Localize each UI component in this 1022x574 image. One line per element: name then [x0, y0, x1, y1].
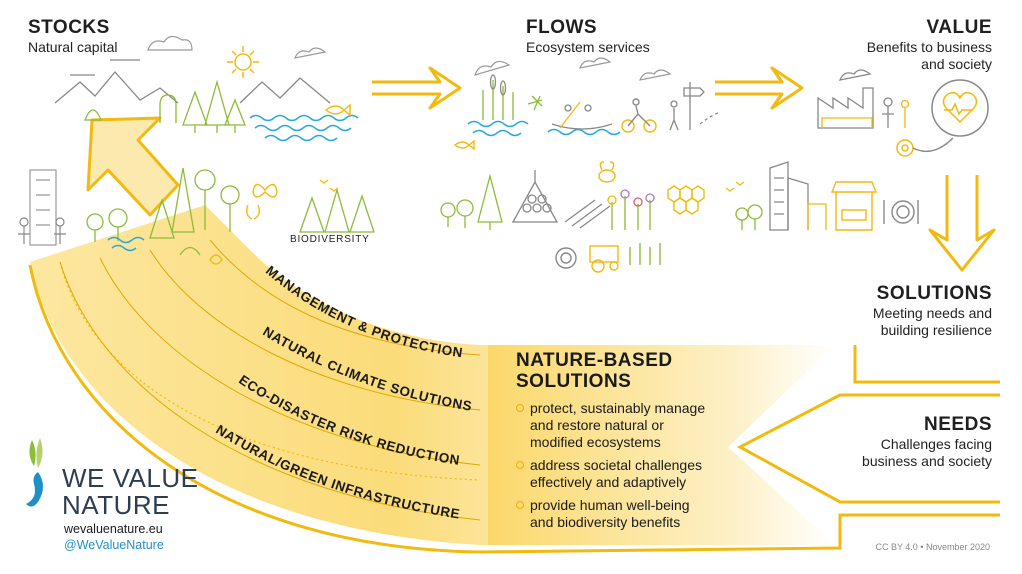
- cyclist-icon: [621, 98, 657, 133]
- value-people-icon: [882, 97, 910, 128]
- dragonfly-icon: [527, 95, 543, 111]
- nbs-item-address: address societal challenges effectively …: [516, 457, 746, 491]
- biodiversity-water-icon: [107, 236, 145, 252]
- canoe-icon: [551, 101, 613, 130]
- flows-title: FLOWS: [526, 17, 598, 38]
- tractor-field-icon: [555, 243, 661, 273]
- needs-return-line: [28, 264, 1000, 554]
- value-subtitle-2: and society: [921, 56, 992, 72]
- city-building-icon: [29, 169, 57, 246]
- nbs-item-provide: provide human well-being and biodiversit…: [516, 497, 746, 531]
- stocks-title: STOCKS: [28, 17, 110, 38]
- flows-water-icon: [467, 120, 621, 137]
- flows-fish-icon: [453, 139, 475, 151]
- flows-header: FLOWS Ecosystem services: [526, 17, 650, 56]
- solutions-header: SOLUTIONS Meeting needs and building res…: [873, 283, 992, 339]
- needs-subtitle-2: business and society: [862, 453, 992, 469]
- needs-title: NEEDS: [924, 414, 992, 435]
- birds-icon: [725, 181, 745, 192]
- nbs-item-2-line-1: address societal challenges: [530, 457, 702, 473]
- people-icon: [18, 217, 66, 244]
- flows-clouds-icon: [474, 57, 672, 81]
- stocks-subtitle: Natural capital: [28, 39, 118, 55]
- nbs-panel-text: NATURE-BASED SOLUTIONS protect, sustaina…: [516, 350, 746, 537]
- office-tower-icon: [769, 161, 827, 231]
- license-footer: CC BY 4.0 • November 2020: [875, 542, 990, 552]
- stocks-header: STOCKS Natural capital: [28, 17, 118, 56]
- solutions-subtitle-2: building resilience: [880, 322, 992, 338]
- forest-icon: [84, 79, 246, 133]
- nbs-item-1-line-3: modified ecosystems: [530, 434, 661, 450]
- wetland-reeds-icon: [482, 74, 514, 120]
- plate-cutlery-icon: [883, 200, 919, 224]
- butterfly-icon: [209, 179, 339, 265]
- band-guide-3: [99, 257, 481, 466]
- nbs-panel: [488, 345, 835, 545]
- heart-stethoscope-icon: [896, 79, 989, 157]
- twitter-handle-link[interactable]: @WeValueNature: [64, 538, 164, 552]
- biodiversity-label: BIODIVERSITY: [290, 234, 370, 245]
- log-grapple-icon: [511, 170, 611, 229]
- shop-icon: [830, 181, 878, 231]
- clouds-icon: [147, 35, 327, 59]
- solutions-title: SOLUTIONS: [876, 283, 992, 304]
- solutions-subtitle-1: Meeting needs and: [872, 305, 992, 321]
- water-waves-icon: [249, 114, 359, 142]
- website-link[interactable]: wevaluenature.eu: [64, 522, 163, 536]
- flows-subtitle: Ecosystem services: [526, 39, 650, 55]
- value-title: VALUE: [926, 17, 992, 38]
- logo-line-1: WE VALUE: [62, 463, 199, 493]
- nbs-item-protect: protect, sustainably manage and restore …: [516, 400, 746, 451]
- fish-icon: [324, 103, 351, 117]
- logo-line-2: NATURE: [62, 490, 170, 520]
- we-value-nature-logo-icon: [26, 438, 43, 507]
- band-guide-4: [59, 261, 481, 521]
- nbs-title-2: SOLUTIONS: [516, 371, 632, 392]
- needs-outline-arrow: [736, 393, 1000, 504]
- hiker-signpost-icon: [669, 82, 721, 131]
- bee-icon: [598, 161, 616, 183]
- band-guide-2: [149, 249, 481, 411]
- biodiversity-trees-icon: [86, 167, 375, 256]
- flowers-icon: [607, 189, 655, 230]
- sweep-inner-line: [59, 261, 481, 481]
- band-guide-1: [209, 239, 481, 356]
- nbs-item-1-line-1: protect, sustainably manage: [530, 400, 706, 416]
- arrow-stocks-flows: [372, 66, 462, 110]
- timber-forest-icon: [440, 173, 503, 230]
- needs-header: NEEDS Challenges facing business and soc…: [862, 414, 992, 470]
- needs-subtitle-1: Challenges facing: [880, 436, 992, 452]
- value-header: VALUE Benefits to business and society: [867, 17, 992, 73]
- arrow-flows-value: [715, 66, 804, 110]
- logo-wordmark: WE VALUE NATURE: [62, 465, 198, 519]
- nbs-item-1-line-2: and restore natural or: [530, 417, 664, 433]
- nbs-title-1: NATURE-BASED: [516, 350, 673, 371]
- value-trees-icon: [735, 204, 763, 230]
- nbs-item-3-line-2: and biodiversity benefits: [530, 514, 681, 530]
- value-subtitle-1: Benefits to business: [866, 39, 992, 55]
- nbs-item-3-line-1: provide human well-being: [530, 497, 690, 513]
- solutions-outline-arrow: [853, 345, 1000, 384]
- arrow-value-solutions: [928, 175, 996, 272]
- up-arrow-to-stocks: [86, 116, 180, 217]
- honeycomb-icon: [667, 185, 705, 215]
- sun-icon: [227, 46, 259, 78]
- nbs-item-2-line-2: effectively and adaptively: [530, 474, 687, 490]
- factory-icon: [817, 69, 874, 129]
- mountains-icon: [54, 59, 331, 104]
